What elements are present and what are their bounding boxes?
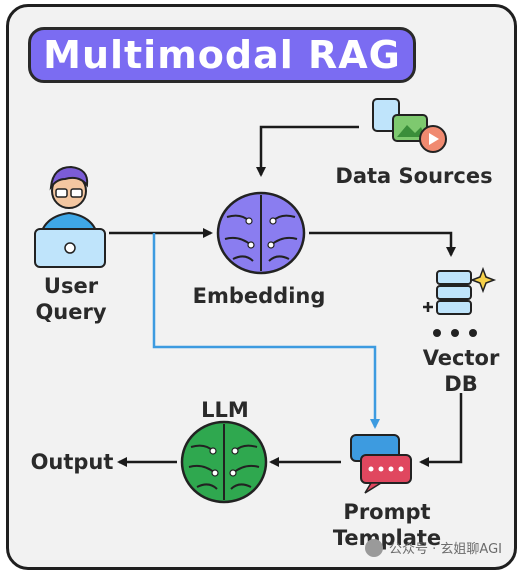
vector-db-icon xyxy=(423,266,497,337)
diagram-title: Multimodal RAG xyxy=(43,33,401,77)
prompt-template-label-line2: Template xyxy=(332,526,442,550)
edge-vectordb-prompt xyxy=(419,393,463,467)
vector-db-label: Vector DB xyxy=(409,345,513,397)
embedding-label: Embedding xyxy=(192,284,326,308)
vector-db-label-line2: DB xyxy=(444,372,478,396)
wechat-icon xyxy=(365,538,384,557)
prompt-template-icon xyxy=(350,434,412,494)
llm-label: LLM xyxy=(201,398,249,422)
diagram-frame: Multimodal RAG xyxy=(6,4,517,570)
edge-userquery-prompt xyxy=(152,233,380,429)
user-query-label-line2: Query xyxy=(35,300,107,324)
data-sources-label: Data Sources xyxy=(335,164,493,188)
prompt-template-label: Prompt Template xyxy=(327,499,447,551)
title-banner: Multimodal RAG xyxy=(28,27,416,83)
vector-db-label-line1: Vector xyxy=(422,346,500,370)
user-query-label: User Query xyxy=(33,273,109,325)
edge-embedding-vectordb xyxy=(309,231,456,257)
output-label: Output xyxy=(30,450,114,474)
data-sources-icon xyxy=(372,98,447,153)
watermark-text: 公众号 · 玄姐聊AGI xyxy=(389,542,502,557)
edge-datasources-embedding xyxy=(256,125,359,177)
watermark: 公众号 · 玄姐聊AGI xyxy=(365,538,502,557)
llm-brain-icon xyxy=(180,420,268,504)
user-laptop-icon xyxy=(34,165,106,268)
embedding-brain-icon xyxy=(216,191,306,275)
diagram-canvas xyxy=(34,98,497,504)
user-query-label-line1: User xyxy=(43,274,99,298)
prompt-template-label-line1: Prompt xyxy=(343,500,431,524)
